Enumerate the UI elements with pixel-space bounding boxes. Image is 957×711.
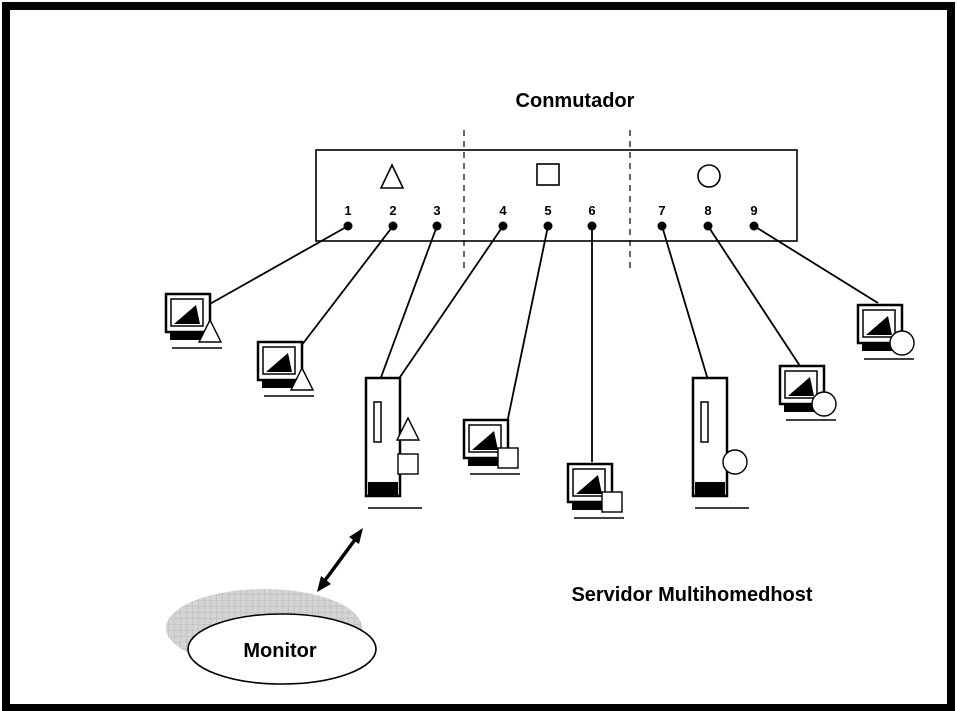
- cable-workstation-triangle-1-0: [207, 225, 349, 306]
- circle-icon: [722, 449, 748, 475]
- tower-case: [364, 376, 402, 498]
- tower-base: [695, 482, 725, 496]
- port-label-9: 9: [750, 203, 757, 218]
- port-8: [703, 221, 713, 231]
- screen-shade: [866, 316, 892, 335]
- cable-tower-circle-0: [661, 225, 709, 381]
- cable-server-multihomed-1: [397, 225, 504, 381]
- port-7: [657, 221, 667, 231]
- base: [862, 343, 900, 351]
- square-group-icon: [536, 163, 560, 186]
- drive-slot: [373, 401, 382, 443]
- cable-workstation-square-1-0: [505, 225, 549, 429]
- cable-workstation-circle-1-0: [707, 225, 801, 367]
- cables: [207, 225, 879, 462]
- monitor-node: Monitor: [166, 589, 377, 685]
- devices: [164, 292, 915, 519]
- port-label-6: 6: [588, 203, 595, 218]
- tower-base: [368, 482, 398, 496]
- port-label-3: 3: [433, 203, 440, 218]
- switch-title: Conmutador: [516, 90, 635, 112]
- triangle-icon: [197, 318, 223, 343]
- cable-workstation-circle-2-0: [753, 225, 879, 304]
- base: [262, 380, 300, 388]
- port-6: [587, 221, 597, 231]
- port-labels: 1 2 3 4 5 6 7 8 9: [344, 203, 757, 218]
- circle-icon: [811, 391, 837, 417]
- triangle-group-icon: [379, 163, 405, 189]
- port-1: [343, 221, 353, 231]
- base: [784, 404, 822, 412]
- port-label-7: 7: [658, 203, 665, 218]
- screen-shade: [266, 353, 292, 372]
- circle-group-icon: [697, 164, 721, 188]
- base: [468, 458, 506, 466]
- server-label: Servidor Multihomedhost: [571, 584, 812, 606]
- screen-shade: [576, 475, 602, 494]
- cable-workstation-triangle-2-0: [297, 225, 394, 351]
- port-2: [388, 221, 398, 231]
- port-label-8: 8: [704, 203, 711, 218]
- port-3: [432, 221, 442, 231]
- square-icon: [497, 447, 519, 469]
- workstation-triangle-2: [256, 340, 315, 397]
- square-icon: [601, 491, 623, 513]
- square-icon: [397, 453, 419, 475]
- workstation-square-2: [566, 462, 624, 519]
- tower-case: [691, 376, 729, 498]
- workstation-triangle-1: [164, 292, 223, 349]
- base: [170, 332, 208, 340]
- tower-circle: [691, 376, 749, 509]
- base: [572, 502, 610, 510]
- screen-shade: [788, 377, 814, 396]
- port-9: [749, 221, 759, 231]
- port-label-5: 5: [544, 203, 551, 218]
- drive-slot: [700, 401, 709, 443]
- workstation-circle-2: [856, 303, 915, 360]
- workstation-circle-1: [778, 364, 837, 421]
- triangle-icon: [395, 416, 421, 441]
- screen-shade: [174, 305, 200, 324]
- monitor-ellipse: [187, 613, 377, 685]
- port-label-2: 2: [389, 203, 396, 218]
- port-dots: [343, 221, 759, 231]
- triangle-icon: [289, 366, 315, 391]
- port-5: [543, 221, 553, 231]
- port-4: [498, 221, 508, 231]
- monitor-label: Monitor: [243, 640, 317, 662]
- workstation-square-1: [462, 418, 520, 475]
- screen-shade: [472, 431, 498, 450]
- cable-server-multihomed-0: [379, 225, 438, 381]
- port-label-4: 4: [499, 203, 507, 218]
- circle-icon: [889, 330, 915, 356]
- port-label-1: 1: [344, 203, 351, 218]
- monitor-link-arrow: [317, 528, 363, 592]
- server-multihomed: [364, 376, 422, 509]
